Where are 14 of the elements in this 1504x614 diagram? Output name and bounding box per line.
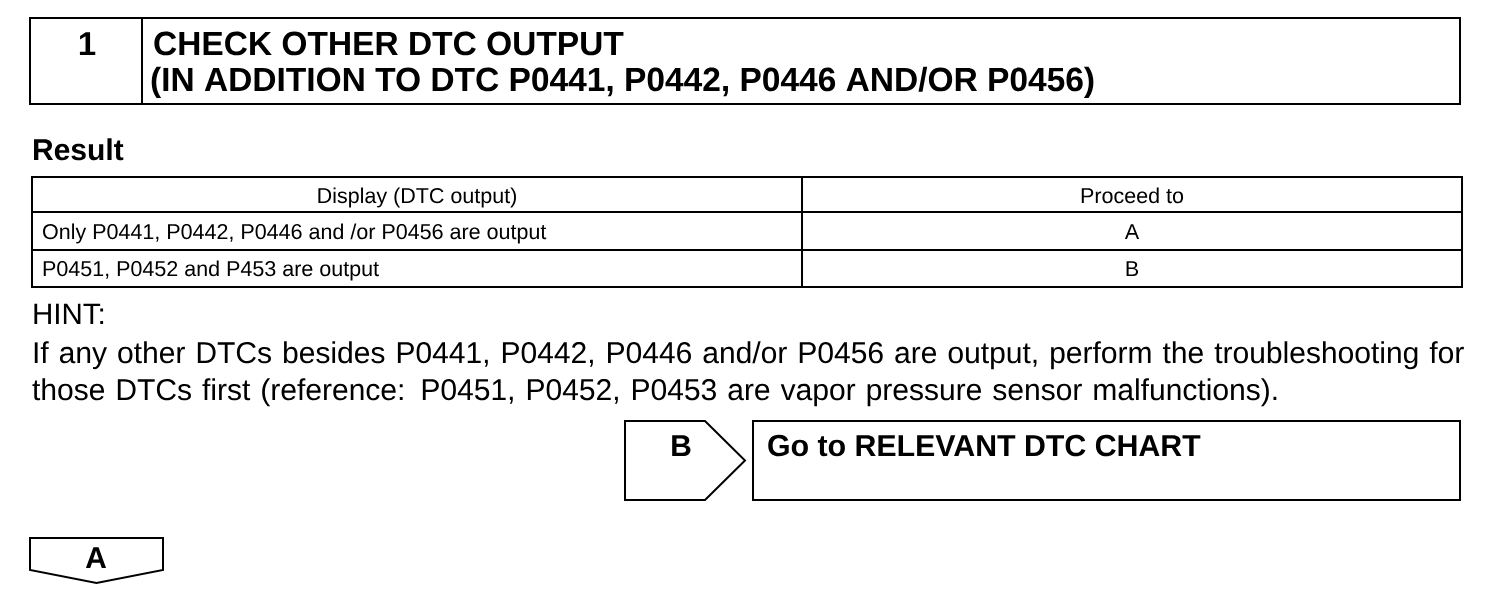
- arrow-tab: B: [624, 420, 747, 501]
- arrow-tab: A: [29, 537, 164, 585]
- table-cell: Only P0441, P0442, P0446 and /or P0456 are output: [31, 211, 803, 251]
- action-box: Go to RELEVANT DTC CHART: [752, 420, 1461, 501]
- table-cell: B: [801, 249, 1463, 288]
- hint-text: If any other DTCs besides P0441, P0442, P0446 and/or P0456 are output, perform the troubleshooting for those DTCs first (reference: P0451, P0452, P0453 are vapor pressure sensor malfunctions).: [32, 341, 1464, 407]
- table-header-cell: Proceed to: [801, 176, 1463, 213]
- section-heading: Result: [34, 138, 124, 161]
- hint-heading: HINT:: [34, 303, 104, 324]
- step-title-box: CHECK OTHER DTC OUTPUT (IN ADDITION TO DTC P0441, P0442, P0446 AND/OR P0456): [141, 17, 1461, 105]
- table-cell: P0451, P0452 and P453 are output: [31, 249, 803, 288]
- table-header-cell: Display (DTC output): [31, 176, 803, 213]
- table-cell: A: [801, 211, 1463, 251]
- step-number-box: 1: [29, 17, 143, 105]
